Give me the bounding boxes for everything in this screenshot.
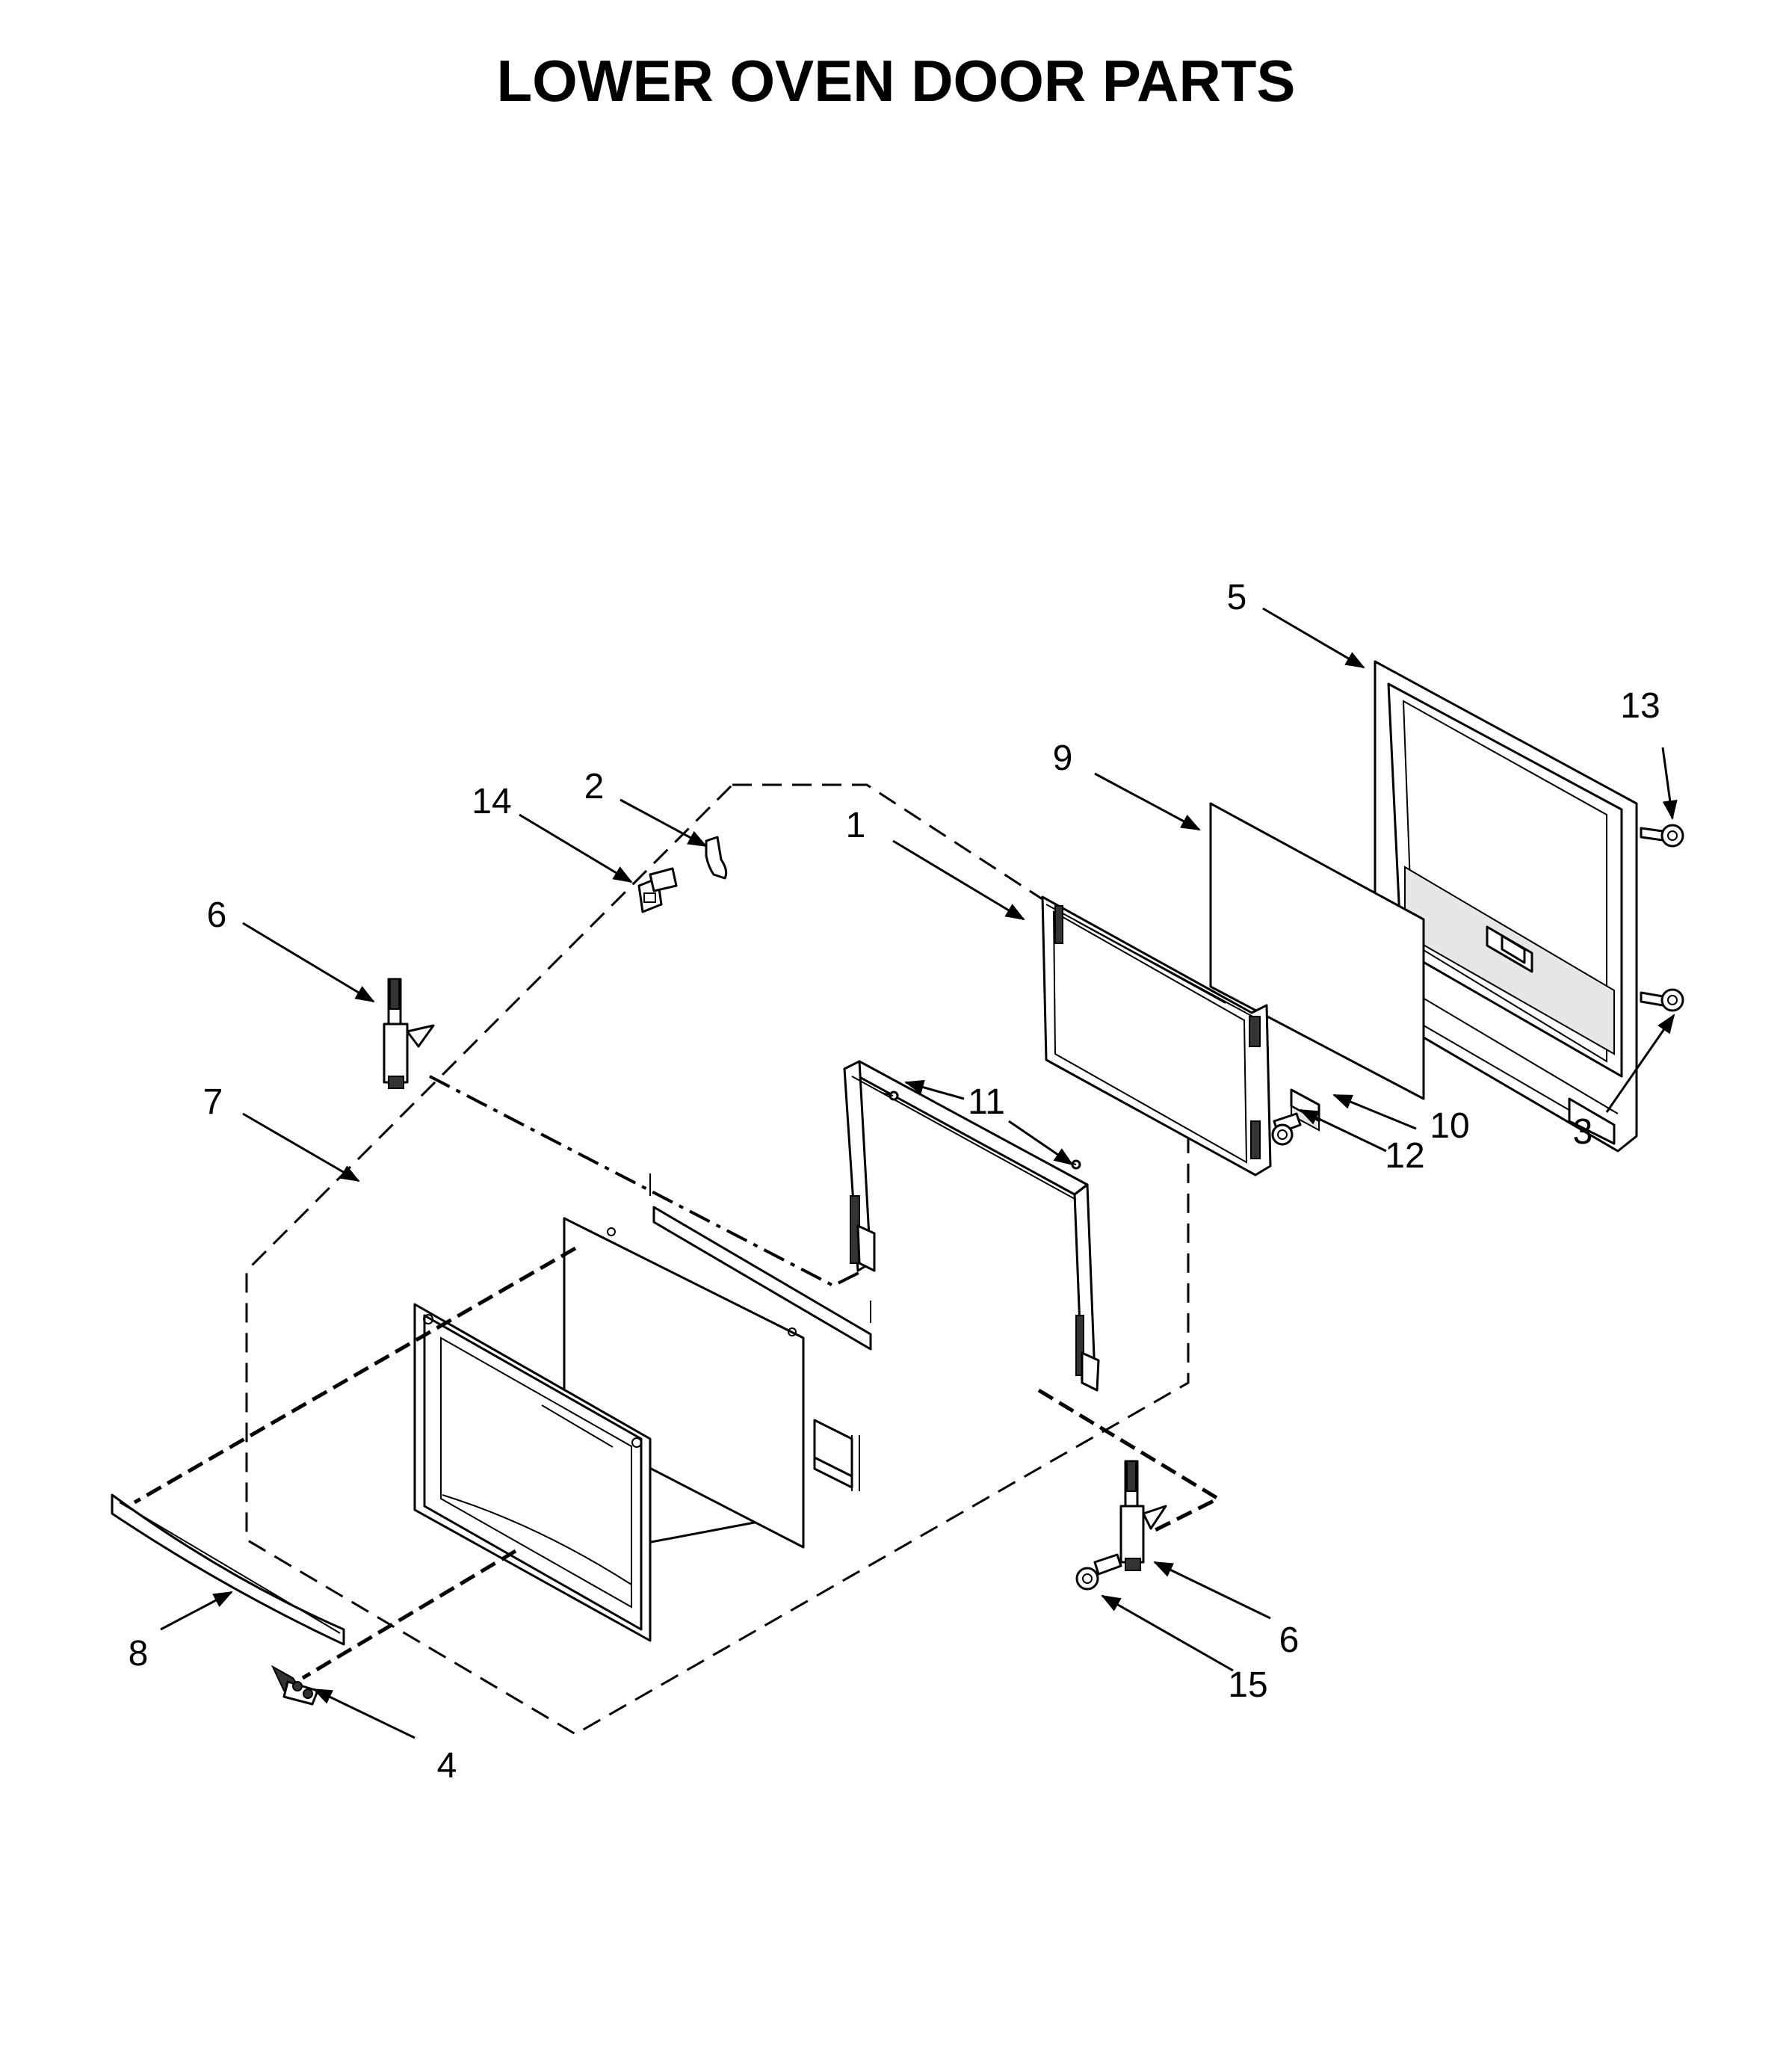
door-frame	[1041, 895, 1272, 1176]
handle-clip	[271, 1665, 319, 1706]
page-title: LOWER OVEN DOOR PARTS	[497, 48, 1296, 114]
hinge-right	[1119, 1460, 1167, 1571]
screw-15	[1075, 1553, 1122, 1591]
callout-5: 5	[1227, 578, 1247, 617]
screw-12	[1271, 1112, 1302, 1146]
callout-4: 4	[437, 1746, 457, 1786]
glass-pane	[1209, 802, 1425, 1100]
callout-13: 13	[1620, 686, 1660, 726]
callout-8: 8	[129, 1634, 149, 1674]
callout-11: 11	[968, 1082, 1005, 1122]
callout-14: 14	[472, 782, 511, 821]
door-handle	[111, 1493, 345, 1646]
callout-10: 10	[1430, 1106, 1469, 1146]
screw-3	[1640, 988, 1684, 1012]
door-clip	[705, 836, 728, 880]
door-assembly-outline	[245, 783, 1190, 1736]
callout-12: 12	[1385, 1136, 1424, 1176]
callout-6-left: 6	[207, 895, 227, 935]
alignment-lines	[133, 1075, 1223, 1680]
callout-2: 2	[584, 767, 605, 806]
callout-6-right: 6	[1279, 1620, 1300, 1660]
callout-15: 15	[1228, 1665, 1267, 1705]
inner-door-panel	[1374, 660, 1638, 1153]
outer-door-panel	[413, 1303, 652, 1642]
callout-1: 1	[846, 806, 866, 845]
seal-strip	[649, 1173, 872, 1351]
callout-3: 3	[1573, 1112, 1593, 1152]
door-channel-frame	[843, 1060, 1100, 1392]
leader-lines	[160, 607, 1678, 1739]
screw-13	[1640, 824, 1684, 848]
clip-bracket	[637, 867, 678, 913]
callout-9: 9	[1053, 738, 1073, 778]
hinge-left	[383, 978, 435, 1089]
callout-7: 7	[203, 1082, 223, 1122]
